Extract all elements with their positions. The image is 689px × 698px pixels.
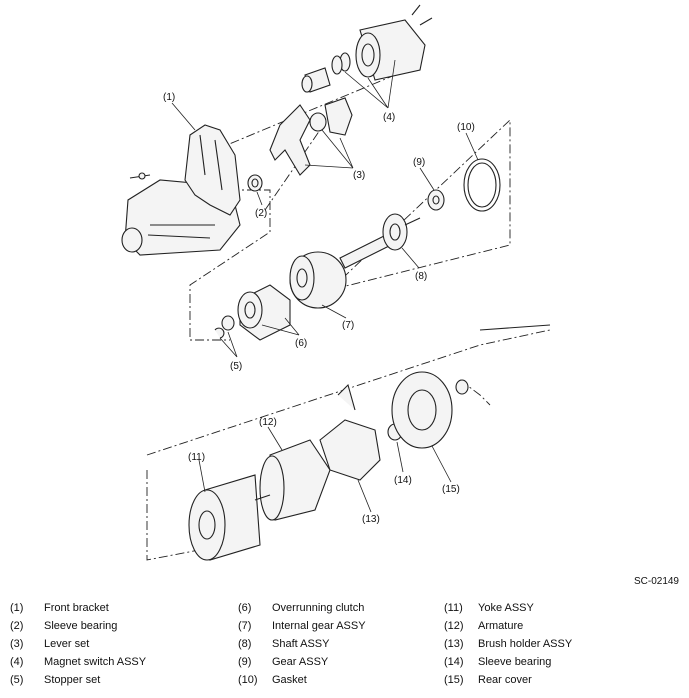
internal-gear-part xyxy=(289,251,347,309)
callout-2: (2) xyxy=(255,208,267,219)
legend-item: (7) Internal gear ASSY xyxy=(238,620,458,638)
brush-holder-part xyxy=(319,383,381,481)
callout-15: (15) xyxy=(442,484,460,495)
callout-8: (8) xyxy=(415,271,427,282)
callout-5: (5) xyxy=(230,361,242,372)
legend-number: (6) xyxy=(238,602,252,614)
lever-set-part xyxy=(269,97,353,176)
legend-number: (12) xyxy=(444,620,464,632)
callout-10: (10) xyxy=(457,122,475,133)
callout-7: (7) xyxy=(342,320,354,331)
legend-label: Shaft ASSY xyxy=(272,638,330,650)
legend-item: (2) Sleeve bearing xyxy=(10,620,230,638)
legend-item: (9) Gear ASSY xyxy=(238,656,458,674)
legend-item: (15) Rear cover xyxy=(444,674,684,692)
callout-12: (12) xyxy=(259,417,277,428)
legend-item: (13) Brush holder ASSY xyxy=(444,638,684,656)
legend-number: (14) xyxy=(444,656,464,668)
callout-3: (3) xyxy=(353,170,365,181)
legend-label: Overrunning clutch xyxy=(272,602,365,614)
legend-label: Brush holder ASSY xyxy=(478,638,573,650)
shaft-part xyxy=(339,213,421,269)
callout-4: (4) xyxy=(383,112,395,123)
legend-item: (8) Shaft ASSY xyxy=(238,638,458,656)
legend-number: (10) xyxy=(238,674,258,686)
legend-item: (6) Overrunning clutch xyxy=(238,602,458,620)
callout-1: (1) xyxy=(163,92,175,103)
overrunning-clutch-part xyxy=(237,284,291,341)
stopper-set-part xyxy=(214,315,235,339)
magnet-switch-part xyxy=(301,4,433,93)
legend-label: Front bracket xyxy=(44,602,109,614)
callout-9: (9) xyxy=(413,157,425,168)
legend-number: (15) xyxy=(444,674,464,686)
callout-6: (6) xyxy=(295,338,307,349)
legend-item: (3) Lever set xyxy=(10,638,230,656)
legend-item: (12) Armature xyxy=(444,620,684,638)
callout-11: (11) xyxy=(188,452,205,463)
legend-number: (8) xyxy=(238,638,252,650)
legend-label: Gasket xyxy=(272,674,307,686)
sleeve-bearing-front-part xyxy=(247,174,263,192)
exploded-view-diagram: (1) (2) (3) (4) (5) (6) (7) (8) (9) (10)… xyxy=(121,4,551,561)
legend-number: (1) xyxy=(10,602,24,614)
legend-item: (11) Yoke ASSY xyxy=(444,602,684,620)
legend-number: (3) xyxy=(10,638,24,650)
legend-item: (1) Front bracket xyxy=(10,602,230,620)
legend-number: (5) xyxy=(10,674,24,686)
legend-label: Yoke ASSY xyxy=(478,602,534,614)
yoke-part xyxy=(188,474,261,561)
legend-label: Lever set xyxy=(44,638,90,650)
front-bracket-part xyxy=(121,124,241,256)
gear-part xyxy=(427,189,445,211)
legend-number: (2) xyxy=(10,620,24,632)
legend-number: (4) xyxy=(10,656,24,668)
legend-label: Sleeve bearing xyxy=(478,656,552,668)
gasket-part xyxy=(463,158,501,212)
legend-label: Armature xyxy=(478,620,524,632)
legend-label: Rear cover xyxy=(478,674,532,686)
legend-label: Sleeve bearing xyxy=(44,620,118,632)
figure-code: SC-02149 xyxy=(633,576,679,587)
callout-13: (13) xyxy=(362,514,380,525)
legend-label: Gear ASSY xyxy=(272,656,329,668)
legend-item: (14) Sleeve bearing xyxy=(444,656,684,674)
legend-item: (5) Stopper set xyxy=(10,674,230,692)
legend-label: Stopper set xyxy=(44,674,101,686)
legend-number: (9) xyxy=(238,656,252,668)
legend-item: (10) Gasket xyxy=(238,674,458,692)
legend-label: Internal gear ASSY xyxy=(272,620,366,632)
legend-item: (4) Magnet switch ASSY xyxy=(10,656,230,674)
rear-cover-part xyxy=(391,324,551,449)
armature-part xyxy=(254,439,331,521)
legend-label: Magnet switch ASSY xyxy=(44,656,147,668)
legend-number: (13) xyxy=(444,638,464,650)
callout-14: (14) xyxy=(394,475,412,486)
legend-number: (7) xyxy=(238,620,252,632)
legend-number: (11) xyxy=(444,602,463,614)
